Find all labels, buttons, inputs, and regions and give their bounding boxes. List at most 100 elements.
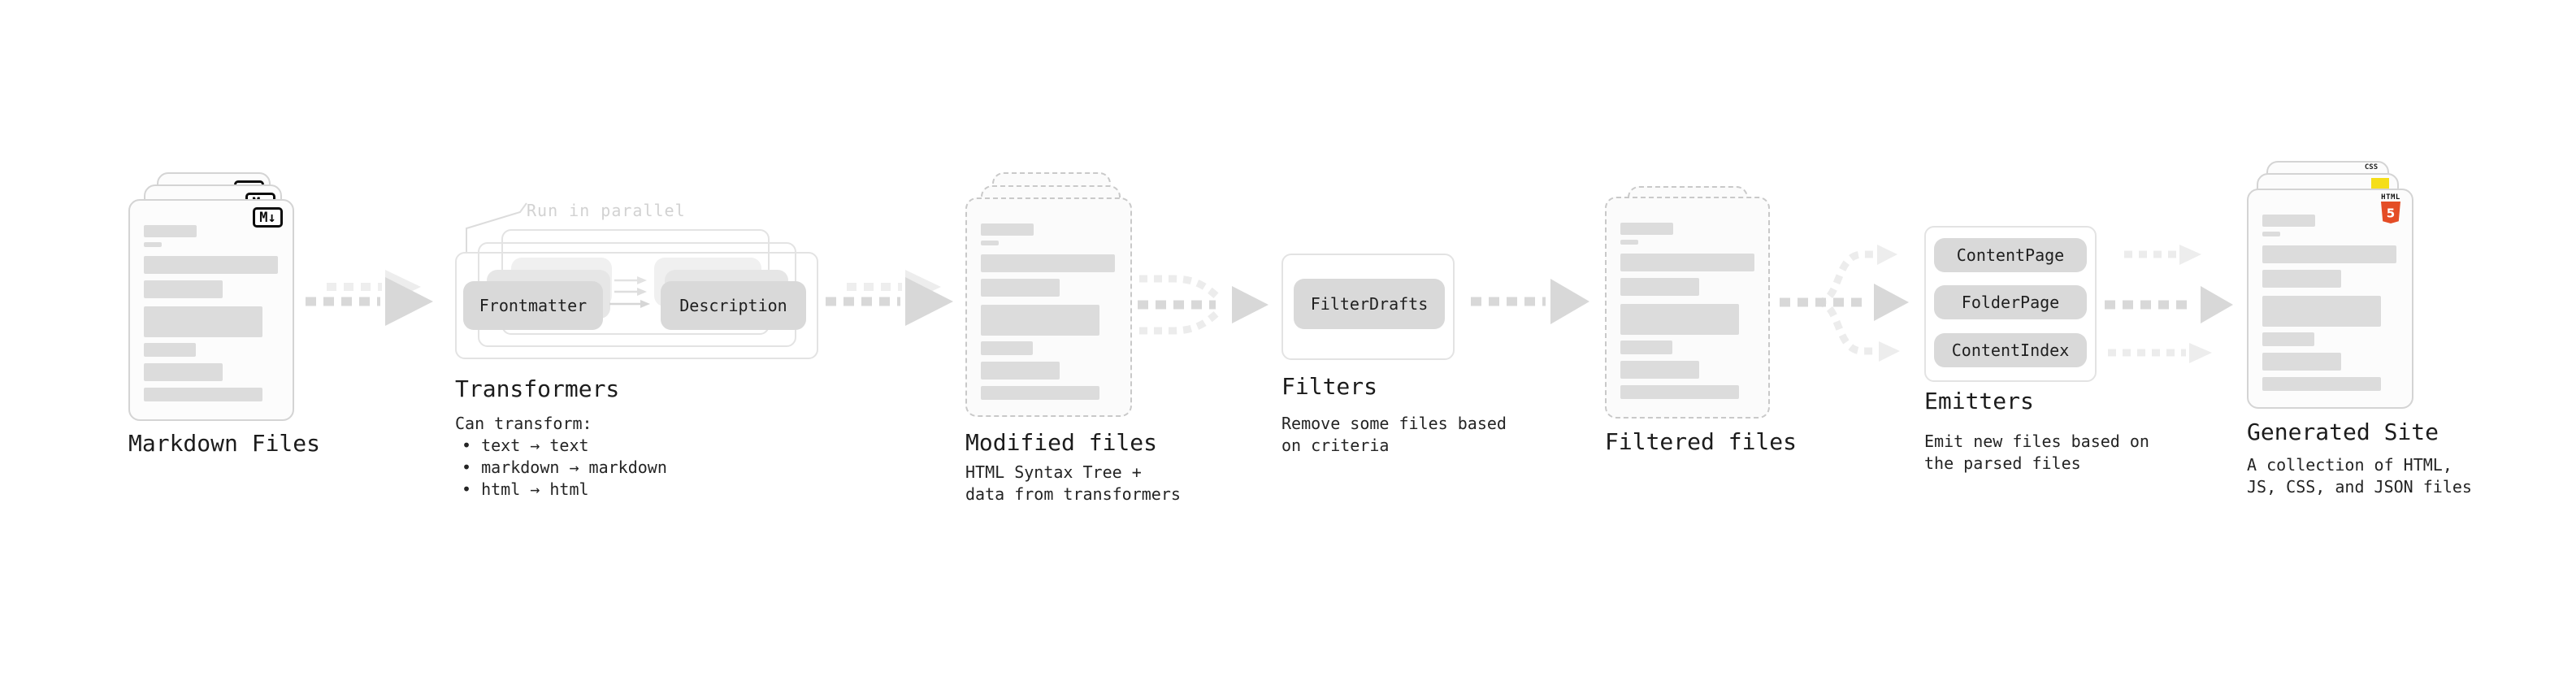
text-bar (1620, 361, 1699, 379)
transformer-box-description: Description (661, 281, 806, 330)
run-in-parallel-annotation: Run in parallel (527, 201, 686, 220)
desc-bullet: • markdown → markdown (462, 458, 667, 477)
doc-content-bars (144, 225, 278, 401)
emitter-box-folderpage: FolderPage (1934, 285, 2087, 319)
transformer-frame-front (455, 252, 818, 359)
html5-icon-number: 5 (2387, 206, 2395, 221)
arrow-branch-bottom (1139, 309, 1221, 335)
stage-title: Transformers (455, 375, 620, 402)
stage-description: HTML Syntax Tree + data from transformer… (965, 462, 1181, 505)
transformer-box-frontmatter: Frontmatter (463, 281, 603, 330)
html5-icon: HTML 5 (2380, 193, 2401, 227)
arrow-head (2179, 245, 2201, 265)
text-bar (2262, 215, 2315, 227)
text-bar (2262, 296, 2381, 327)
desc-bullet: • text → text (462, 436, 589, 455)
annotation-callout-line (466, 202, 527, 254)
text-bar (2262, 232, 2280, 236)
file-card-front: M↓ (128, 199, 294, 421)
text-bar (144, 388, 262, 401)
stage-description: Remove some files based on criteria (1281, 413, 1507, 457)
text-bar (981, 305, 1099, 336)
markdown-icon: M↓ (253, 207, 283, 228)
text-bar (2262, 377, 2381, 391)
arrow-head (640, 300, 650, 308)
desc-line: A collection of HTML, (2247, 455, 2452, 475)
stage-title: Filtered files (1605, 428, 1798, 455)
arrow-head (637, 288, 647, 296)
text-bar (1620, 240, 1638, 245)
text-bar (1620, 385, 1739, 399)
arrow-branch-top (1139, 275, 1221, 301)
arrow-head (905, 277, 953, 326)
stage-title: Markdown Files (128, 430, 321, 457)
stage-description: Emit new files based on the parsed files (1924, 431, 2149, 475)
doc-content-bars (981, 223, 1115, 400)
arrow-head (637, 276, 647, 284)
arrow-head (1879, 341, 1900, 362)
stage-title: Generated Site (2247, 419, 2439, 445)
arrow-head (1232, 286, 1268, 323)
arrow-head (1874, 284, 1909, 321)
arrow-head (1550, 279, 1589, 324)
arrow-head (1877, 245, 1897, 265)
text-bar (2262, 270, 2341, 288)
text-bar (1620, 254, 1754, 271)
text-bar (981, 223, 1034, 236)
arrow-transformers-to-modified (826, 270, 953, 326)
filters-frame (1281, 254, 1455, 360)
text-bar (144, 306, 262, 337)
text-bar (2262, 245, 2396, 263)
text-bar (1620, 304, 1739, 335)
desc-line: HTML Syntax Tree + (965, 462, 1142, 482)
css-icon-label: CSS (2364, 163, 2379, 171)
html5-shield: 5 (2381, 202, 2400, 223)
arrow-branch-bottom (1816, 298, 1876, 355)
desc-line: Remove some files based (1281, 414, 1507, 433)
text-bar (981, 241, 999, 245)
filter-box-filterdrafts: FilterDrafts (1294, 279, 1445, 329)
stage-title: Modified files (965, 429, 1158, 456)
text-bar (981, 279, 1060, 297)
desc-line: JS, CSS, and JSON files (2247, 477, 2472, 497)
arrow-main (826, 277, 953, 326)
stage-description: Can transform: • text → text • markdown … (455, 413, 667, 501)
stage-title: Emitters (1924, 388, 2034, 414)
desc-line: Emit new files based on (1924, 432, 2149, 451)
arrow-head (2189, 343, 2212, 363)
file-card-front: HTML 5 (2247, 189, 2413, 409)
emitter-box-contentindex: ContentIndex (1934, 333, 2087, 367)
stage-description: A collection of HTML, JS, CSS, and JSON … (2247, 454, 2472, 498)
arrow-emitters-to-generated (2105, 245, 2233, 363)
desc-line: on criteria (1281, 436, 1390, 455)
parallel-flow-arrows (609, 276, 650, 308)
text-bar (1620, 223, 1673, 235)
text-bar (981, 362, 1060, 380)
text-bar (144, 363, 223, 381)
stage-title: Filters (1281, 373, 1378, 400)
doc-content-bars (2262, 215, 2396, 391)
callout-line (466, 202, 527, 254)
arrow-branch-top (1816, 250, 1874, 306)
text-bar (2262, 332, 2314, 346)
arrow-modified-to-filters (1138, 275, 1268, 335)
desc-line: the parsed files (1924, 453, 2081, 473)
emitter-box-contentpage: ContentPage (1934, 238, 2087, 272)
text-bar (144, 256, 278, 274)
arrow-markdown-to-transformers (306, 270, 433, 326)
text-bar (144, 242, 162, 247)
arrow-filtered-to-emitters (1780, 245, 1909, 362)
file-card-front (1605, 197, 1770, 419)
html5-icon-label: HTML (2381, 193, 2400, 202)
text-bar (981, 386, 1099, 400)
text-bar (144, 280, 223, 298)
text-bar (981, 341, 1033, 355)
text-bar (2262, 353, 2341, 371)
desc-line: data from transformers (965, 484, 1181, 504)
arrow-filters-to-filtered (1471, 279, 1589, 324)
desc-bullet: • html → html (462, 479, 589, 499)
text-bar (144, 225, 197, 237)
shield-shape (2381, 202, 2400, 223)
arrow-head (385, 277, 433, 326)
